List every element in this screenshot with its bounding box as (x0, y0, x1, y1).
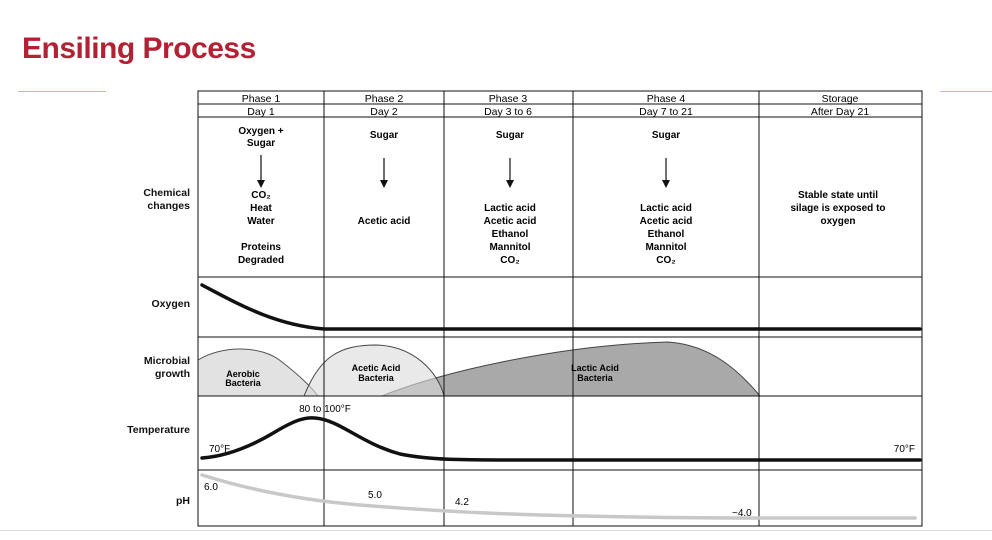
phase-4-product-5: CO₂ (656, 255, 675, 266)
aerobic-label-1: Aerobic (226, 369, 260, 379)
lactic-bacteria-area (381, 341, 762, 397)
phase-1-day: Day 1 (247, 106, 275, 118)
storage-text-3: oxygen (820, 216, 855, 227)
phase-2-name: Phase 2 (365, 93, 404, 105)
phase-1-name: Phase 1 (242, 93, 281, 105)
phase-4-product-2: Acetic acid (640, 216, 693, 227)
ph-label-3: 4.2 (455, 497, 469, 508)
acetic-label-2: Bacteria (358, 373, 395, 383)
phase-headers: Phase 1 Day 1 Phase 2 Day 2 Phase 3 Day … (242, 93, 870, 118)
page-title: Ensiling Process (22, 32, 256, 65)
phase-3-day: Day 3 to 6 (484, 106, 532, 118)
storage-text-1: Stable state until (798, 190, 878, 201)
lactic-label-1: Lactic Acid (571, 363, 619, 373)
phase-1-input-1: Oxygen + (238, 126, 283, 137)
temperature-start-label: 70°F (209, 444, 230, 455)
column-dividers (323, 91, 760, 526)
phase-1-product-6: Degraded (238, 255, 284, 266)
phase-1-product-5: Proteins (241, 242, 281, 253)
storage-day: After Day 21 (811, 106, 870, 118)
chemical-changes: Oxygen + Sugar CO₂ Heat Water Proteins D… (238, 126, 886, 266)
phase-3-product-3: Ethanol (492, 229, 529, 240)
diagram-frame (197, 90, 923, 527)
ph-curve (200, 473, 917, 520)
phase-4-product-1: Lactic acid (640, 203, 692, 214)
phase-2-day: Day 2 (370, 106, 398, 118)
phase-4-day: Day 7 to 21 (639, 106, 693, 118)
row-label-oxygen: Oxygen (151, 298, 190, 310)
aerobic-label-2: Bacteria (225, 378, 262, 388)
acetic-label-1: Acetic Acid (352, 363, 401, 373)
row-label-chemical: Chemical changes (0, 187, 190, 213)
acetic-bacteria-area (303, 344, 445, 397)
row-label-chemical-line1: Chemical (143, 187, 190, 199)
storage-text-2: silage is exposed to (790, 203, 885, 214)
phase-3-product-5: CO₂ (500, 255, 519, 266)
phase-2-product-1: Acetic acid (358, 216, 411, 227)
phase-3-product-1: Lactic acid (484, 203, 536, 214)
phase-1-product-1: CO₂ (251, 190, 270, 201)
bacteria-labels: Aerobic Bacteria Acetic Acid Bacteria La… (225, 363, 619, 388)
phase-1-product-2: Heat (250, 203, 272, 214)
temperature-curve (200, 416, 922, 462)
row-label-microbial-line1: Microbial (143, 355, 190, 367)
bottom-rule (0, 530, 992, 531)
accent-line-left (18, 91, 106, 92)
row-label-ph: pH (176, 495, 190, 507)
storage-name: Storage (822, 93, 859, 105)
phase-4-input: Sugar (652, 130, 680, 141)
row-label-temperature: Temperature (127, 424, 190, 436)
oxygen-curve (200, 283, 922, 331)
ph-label-2: 5.0 (368, 490, 382, 501)
phase-3-input: Sugar (496, 130, 524, 141)
phase-3-product-4: Mannitol (489, 242, 530, 253)
ph-label-4: ~4.0 (732, 508, 752, 519)
row-label-microbial: Microbial growth (0, 355, 190, 381)
phase-3-product-2: Acetic acid (484, 216, 537, 227)
temperature-end-label: 70°F (894, 444, 915, 455)
phase-1-product-3: Water (247, 216, 275, 227)
row-label-microbial-line2: growth (155, 368, 190, 380)
phase-1-input-2: Sugar (247, 138, 275, 149)
phase-4-name: Phase 4 (647, 93, 686, 105)
phase-4-product-3: Ethanol (648, 229, 685, 240)
phase-3-name: Phase 3 (489, 93, 528, 105)
row-label-chemical-line2: changes (147, 200, 190, 212)
temperature-peak-label: 80 to 100°F (299, 404, 351, 415)
accent-line-right (940, 91, 992, 92)
phase-4-product-4: Mannitol (645, 242, 686, 253)
phase-2-input: Sugar (370, 130, 398, 141)
row-dividers (198, 103, 922, 471)
ph-label-1: 6.0 (204, 482, 218, 493)
lactic-label-2: Bacteria (577, 373, 614, 383)
